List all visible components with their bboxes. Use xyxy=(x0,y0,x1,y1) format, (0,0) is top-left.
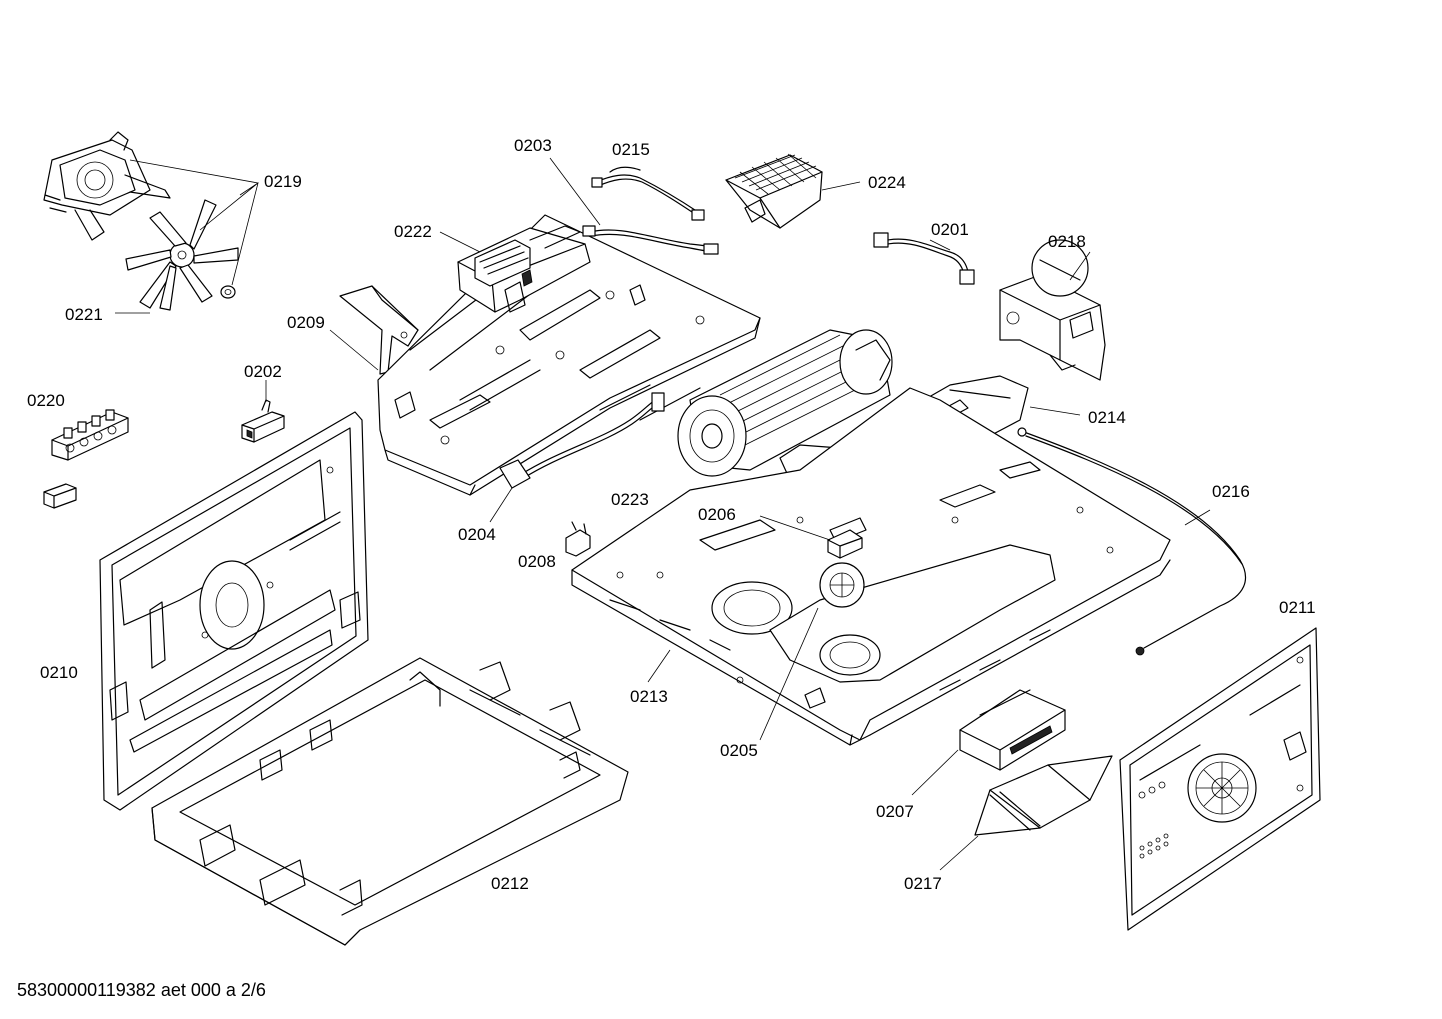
callout-0204: 0204 xyxy=(458,525,496,544)
callout-0203: 0203 xyxy=(514,136,552,155)
part-0208-clip xyxy=(565,521,591,557)
part-0212-bottom-tray xyxy=(151,657,629,946)
callout-0207: 0207 xyxy=(876,802,914,821)
part-0223-tangential-fan xyxy=(677,329,893,477)
callout-0224: 0224 xyxy=(868,173,906,192)
callout-0212: 0212 xyxy=(491,874,529,893)
part-0207-control-module xyxy=(959,689,1066,771)
callout-0216: 0216 xyxy=(1212,482,1250,501)
part-0209-bracket xyxy=(339,285,419,375)
part-0218-motor-bracket xyxy=(999,239,1106,381)
part-0211-rear-panel xyxy=(1119,627,1321,931)
callout-0221: 0221 xyxy=(65,305,103,324)
part-0202-switch xyxy=(241,399,285,443)
callout-0210: 0210 xyxy=(40,663,78,682)
part-0222-relay-module xyxy=(457,225,591,313)
part-0217-deflector xyxy=(974,755,1113,836)
part-0220-terminal-block xyxy=(51,409,129,461)
callout-0208: 0208 xyxy=(518,552,556,571)
callout-0201: 0201 xyxy=(931,220,969,239)
part-0210-side-panel xyxy=(99,411,369,811)
callout-0211: 0211 xyxy=(1279,598,1316,617)
callout-0209: 0209 xyxy=(287,313,325,332)
part-0224-grille xyxy=(725,153,823,229)
part-0213-base-plate xyxy=(571,387,1171,746)
part-0204-cable-sensor xyxy=(499,392,665,489)
callout-0205: 0205 xyxy=(720,741,758,760)
callout-0213: 0213 xyxy=(630,687,668,706)
callout-0223: 0223 xyxy=(611,490,649,509)
callout-0215: 0215 xyxy=(612,140,650,159)
callout-0202: 0202 xyxy=(244,362,282,381)
callout-0218: 0218 xyxy=(1048,232,1086,251)
callout-0206: 0206 xyxy=(698,505,736,524)
part-0206-clip xyxy=(827,529,863,559)
part-0216-sensor-probe xyxy=(1017,427,1247,656)
callout-0222: 0222 xyxy=(394,222,432,241)
callout-0214: 0214 xyxy=(1088,408,1126,427)
part-0219-fan-motor xyxy=(43,131,171,241)
part-0220-connector xyxy=(43,483,77,509)
document-code: 58300000119382 aet 000 a 2/6 xyxy=(17,980,266,1000)
part-0203-wire-harness xyxy=(582,225,719,255)
callout-0219: 0219 xyxy=(264,172,302,191)
part-0221-fan-blade xyxy=(125,199,239,311)
callout-0220: 0220 xyxy=(27,391,65,410)
callout-0217: 0217 xyxy=(904,874,942,893)
part-0201-wire xyxy=(873,232,975,285)
part-0219-nut xyxy=(220,285,236,299)
part-0215-wire-harness xyxy=(591,166,705,221)
part-top-mounting-plate xyxy=(377,214,761,496)
